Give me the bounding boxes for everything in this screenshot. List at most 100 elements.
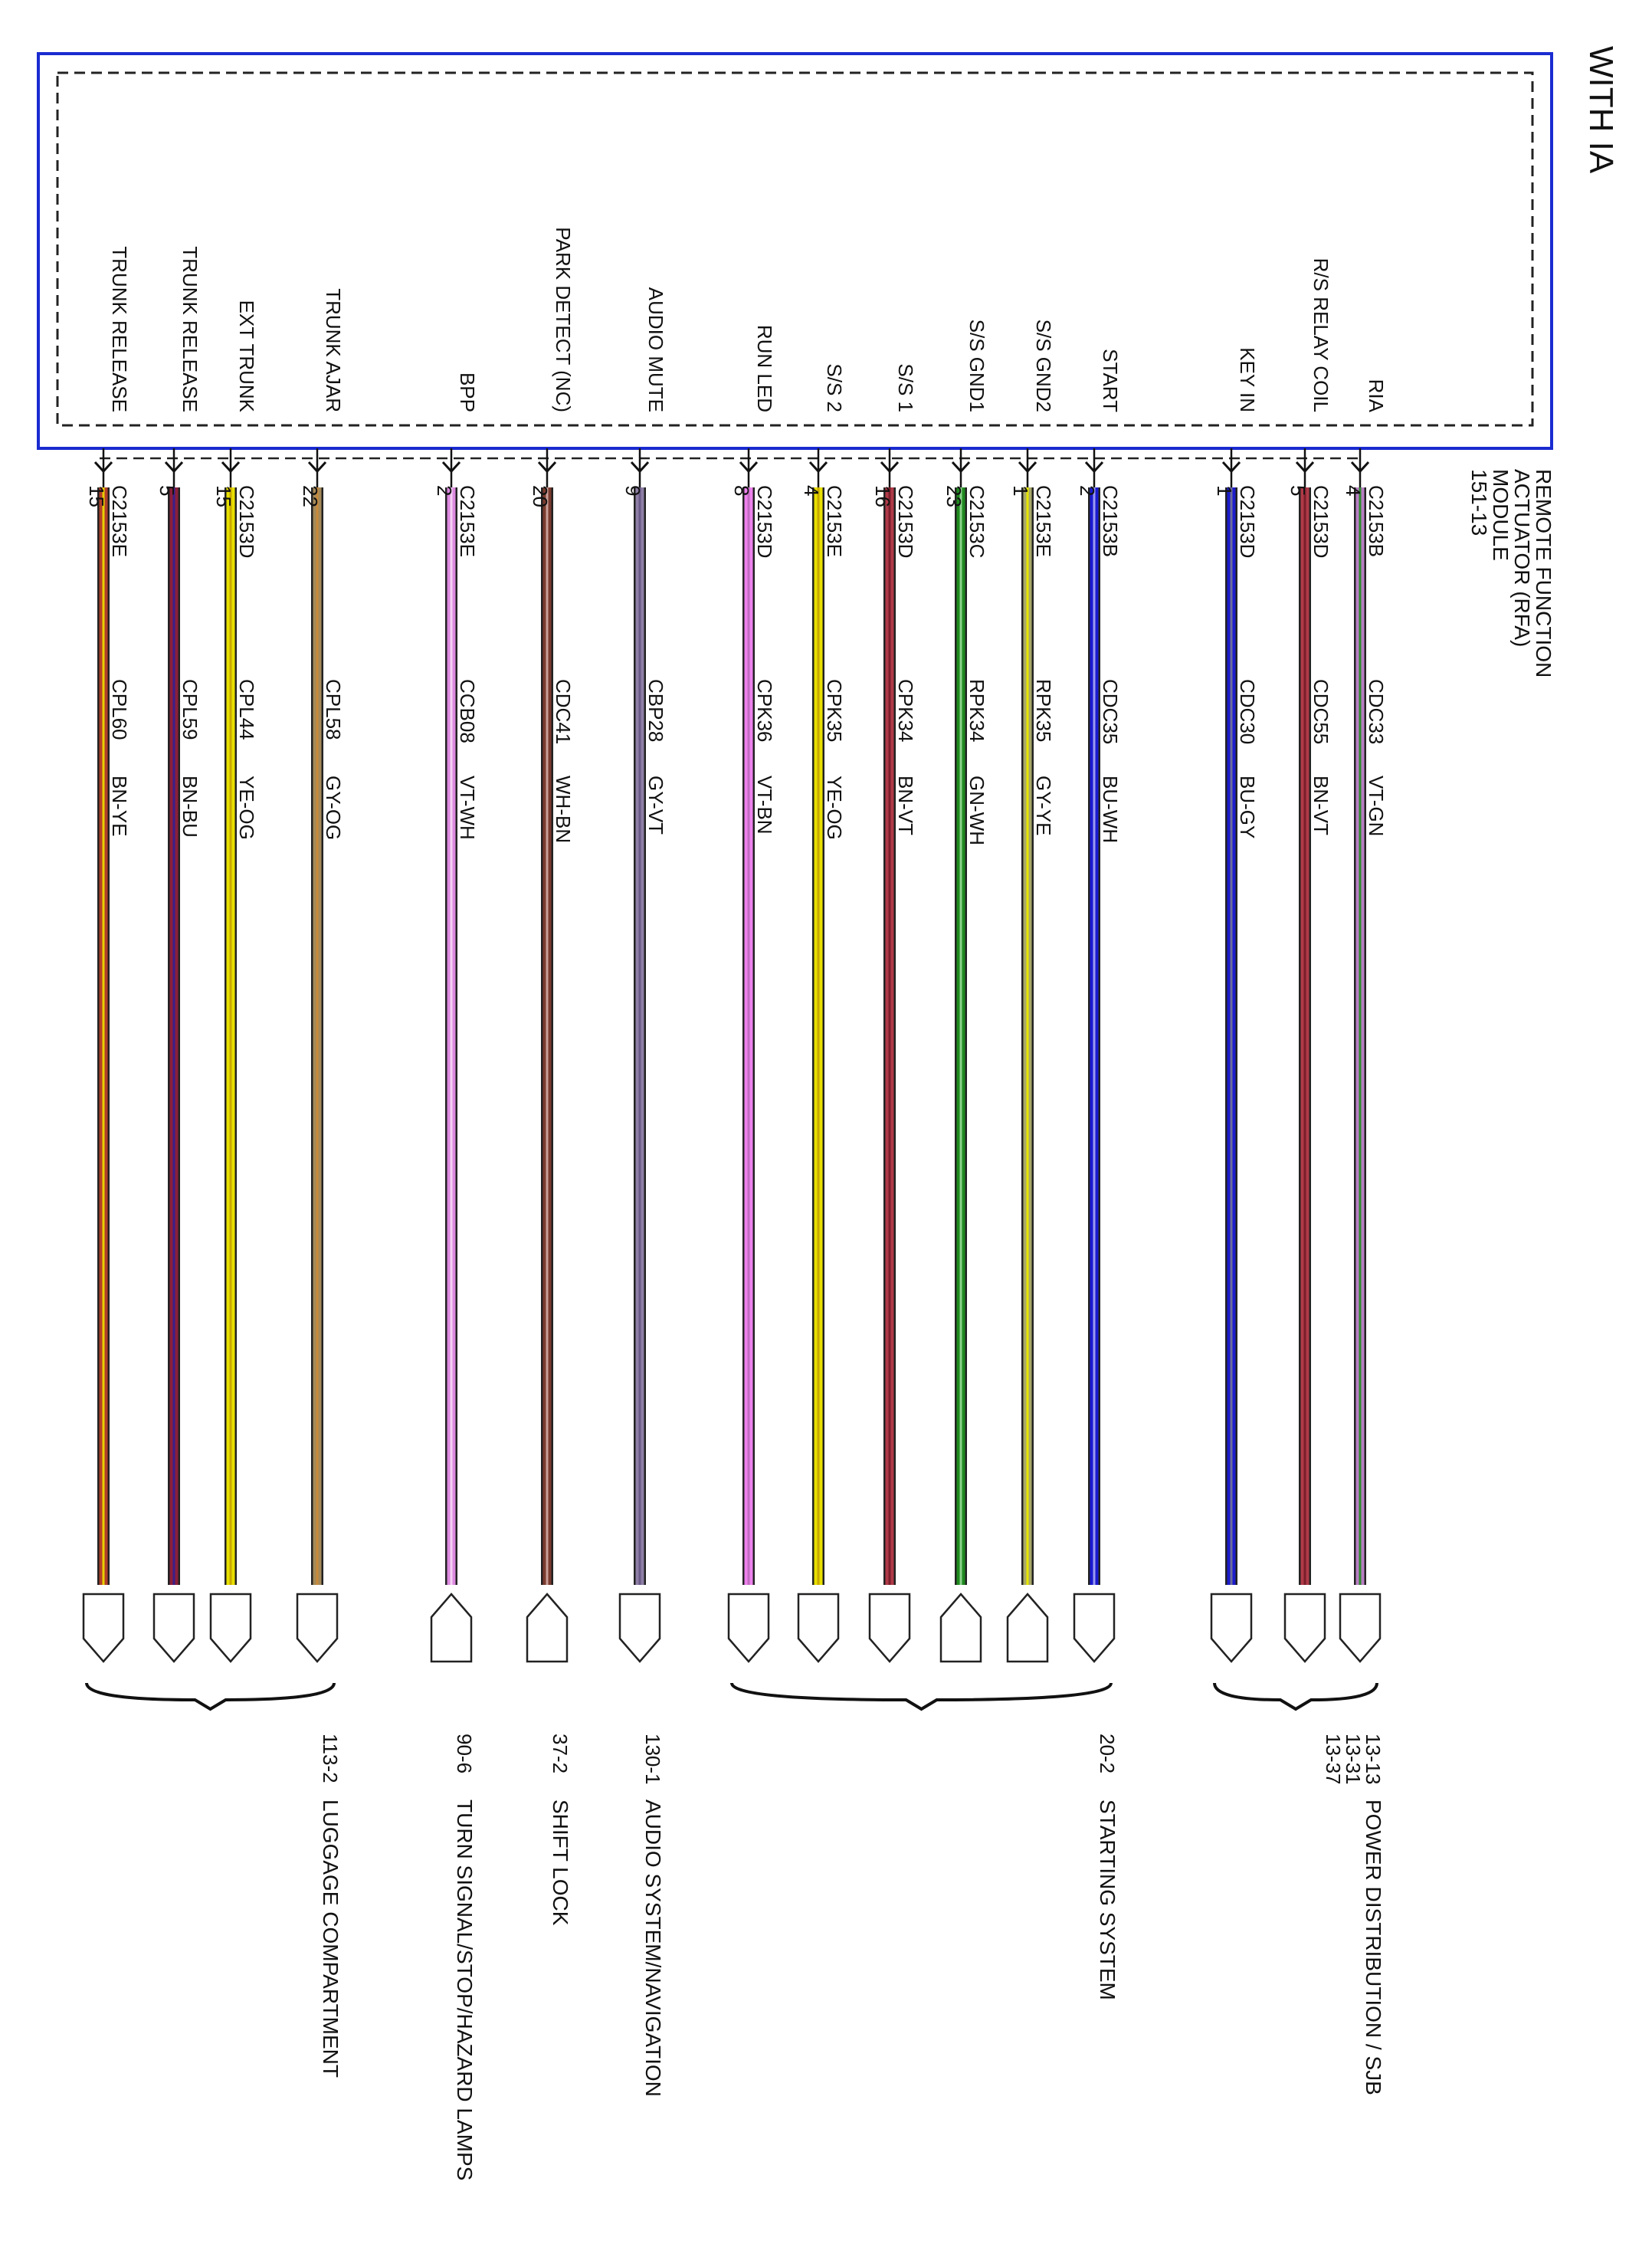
signal-label: PARK DETECT (NC) (552, 227, 575, 412)
circuit-id: RPK35 (1032, 679, 1055, 742)
destination-label: TURN SIGNAL/STOP/HAZARD LAMPS (453, 1799, 477, 2180)
connector-label: C2153D (1309, 485, 1332, 558)
terminal-shape (939, 1593, 982, 1663)
module-label-line: MODULE (1489, 469, 1513, 561)
signal-label: AUDIO MUTE (644, 287, 667, 412)
module-label: REMOTE FUNCTION ACTUATOR (RFA) MODULE 15… (1467, 469, 1555, 677)
terminal-shape (430, 1593, 473, 1663)
circuit-id: CPL44 (235, 679, 258, 740)
circuit-id: CDC55 (1309, 679, 1332, 744)
pin-arrow-icon (808, 461, 828, 474)
wire-color-code: GY-OG (322, 776, 345, 840)
pin-arrow-icon (1350, 461, 1370, 474)
module-label-line: 151-13 (1467, 469, 1491, 536)
wire-stripe (229, 487, 232, 1585)
circuit-id: CDC41 (552, 679, 575, 744)
terminal-shape (152, 1593, 195, 1663)
wire-color-code: VT-WH (456, 776, 479, 840)
wire-stripe (1359, 487, 1362, 1585)
wire-stripe (888, 487, 891, 1585)
module-label-line: ACTUATOR (RFA) (1510, 469, 1534, 647)
pin-number: 15 (212, 485, 235, 507)
signal-label: KEY IN (1236, 347, 1259, 412)
signal-label: S/S 2 (823, 363, 846, 412)
page-reference: 113-2 (319, 1734, 342, 1783)
pin-number: 5 (1287, 485, 1309, 496)
terminal-shape (727, 1593, 770, 1663)
pin-number: 2 (433, 485, 456, 496)
module-inner-dashed (56, 71, 1534, 427)
wire-stripe (546, 487, 549, 1585)
destination-label: AUDIO SYSTEM/NAVIGATION (641, 1799, 665, 2097)
circuit-id: CCB08 (456, 679, 479, 743)
connector-label: C2153E (108, 485, 131, 557)
terminal-shape (868, 1593, 911, 1663)
pin-arrow-icon (441, 461, 461, 474)
terminal-shape (1339, 1593, 1382, 1663)
pin-number: 16 (871, 485, 894, 507)
wire-stripe (450, 487, 453, 1585)
terminal-shape (797, 1593, 840, 1663)
signal-label: TRUNK AJAR (322, 288, 345, 412)
connector-label: C2153C (965, 485, 988, 558)
wire-stripe (638, 487, 641, 1585)
terminal-shape (1210, 1593, 1253, 1663)
page-title: WITH IA (1582, 46, 1620, 174)
circuit-id: CPK36 (753, 679, 776, 742)
pin-arrow-icon (537, 461, 557, 474)
wire-color-code: YE-OG (235, 776, 258, 840)
circuit-id: RPK34 (965, 679, 988, 742)
terminal-shape (209, 1593, 252, 1663)
signal-label: START (1099, 349, 1122, 412)
group-brace (1213, 1682, 1378, 1711)
connector-label: C2153D (753, 485, 776, 558)
wire-stripe (316, 487, 319, 1585)
pin-arrow-icon (1295, 461, 1315, 474)
pin-arrow-icon (164, 461, 184, 474)
connector-label: C2153B (1365, 485, 1388, 557)
connector-label: C2153E (456, 485, 479, 557)
pin-number: 20 (529, 485, 552, 507)
page-reference: 13-37 (1322, 1734, 1345, 1785)
circuit-id: CDC30 (1236, 679, 1259, 744)
destination-label: STARTING SYSTEM (1096, 1799, 1119, 2000)
pin-arrow-icon (739, 461, 759, 474)
wire-color-code: BN-VT (1309, 776, 1332, 835)
page-reference: 130-1 (641, 1734, 664, 1785)
pin-number: 4 (800, 485, 823, 496)
wire-color-code: BU-WH (1099, 776, 1122, 843)
wire-color-code: VT-BN (753, 776, 776, 835)
wire-color-code: GY-YE (1032, 776, 1055, 836)
signal-label: TRUNK RELEASE (179, 246, 202, 412)
signal-label: BPP (456, 372, 479, 412)
connector-label: C2153D (894, 485, 917, 558)
group-brace (85, 1682, 336, 1711)
signal-label: S/S GND1 (965, 320, 988, 412)
circuit-id: CPL59 (179, 679, 202, 740)
wire-color-code: YE-OG (823, 776, 846, 840)
wire-color-code: BU-GY (1236, 776, 1259, 838)
wire-color-code: GN-WH (965, 776, 988, 845)
page-reference: 20-2 (1096, 1734, 1119, 1773)
pin-number: 9 (621, 485, 644, 496)
wire-stripe (1303, 487, 1306, 1585)
wire-stripe (747, 487, 750, 1585)
wire-color-code: GY-VT (644, 776, 667, 835)
wire-color-code: VT-GN (1365, 776, 1388, 836)
wire-color-code: WH-BN (552, 776, 575, 843)
